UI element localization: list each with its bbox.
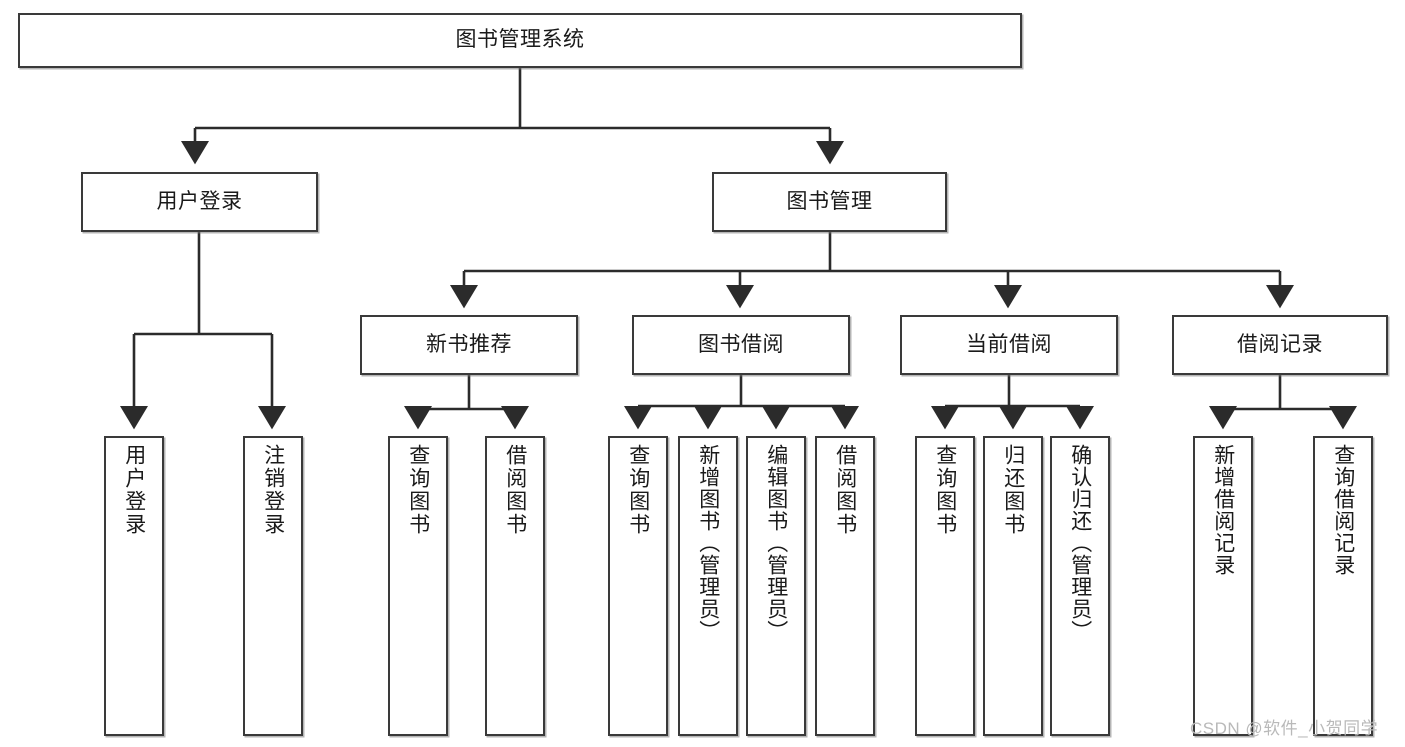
- leaf-query-book-current[interactable]: 查询图书: [915, 436, 975, 736]
- leaf-add-borrow-record[interactable]: 新增借阅记录: [1193, 436, 1253, 736]
- leaf-lend-book-label: 借阅图书: [833, 444, 857, 536]
- node-borrow-records-label: 借阅记录: [1237, 332, 1323, 356]
- leaf-add-book-admin[interactable]: 新增图书（管理员）: [678, 436, 738, 736]
- leaf-return-book-label: 归还图书: [1001, 444, 1025, 536]
- node-book-management-label: 图书管理: [786, 189, 873, 213]
- leaf-user-login-label: 用户登录: [122, 444, 146, 536]
- node-borrow-records[interactable]: 借阅记录: [1172, 315, 1388, 375]
- node-user-login-label: 用户登录: [156, 189, 243, 213]
- leaf-return-book[interactable]: 归还图书: [983, 436, 1043, 736]
- leaf-edit-book-admin[interactable]: 编辑图书（管理员）: [746, 436, 806, 736]
- node-current-borrow-label: 当前借阅: [966, 332, 1052, 356]
- leaf-edit-book-admin-label: 编辑图书（管理员）: [764, 444, 788, 642]
- leaf-query-book-borrow-label: 查询图书: [626, 444, 650, 536]
- node-root[interactable]: 图书管理系统: [18, 13, 1022, 68]
- node-user-login[interactable]: 用户登录: [81, 172, 318, 232]
- leaf-confirm-return-admin[interactable]: 确认归还（管理员）: [1050, 436, 1110, 736]
- leaf-confirm-return-admin-label: 确认归还（管理员）: [1068, 444, 1092, 642]
- node-new-book-recommend[interactable]: 新书推荐: [360, 315, 578, 375]
- node-book-borrow[interactable]: 图书借阅: [632, 315, 850, 375]
- leaf-user-login[interactable]: 用户登录: [104, 436, 164, 736]
- leaf-lend-book[interactable]: 借阅图书: [815, 436, 875, 736]
- leaf-add-book-admin-label: 新增图书（管理员）: [696, 444, 720, 642]
- leaf-logout[interactable]: 注销登录: [243, 436, 303, 736]
- node-root-label: 图书管理系统: [455, 28, 585, 52]
- leaf-borrow-book-new-label: 借阅图书: [503, 444, 527, 536]
- leaf-query-book-new-label: 查询图书: [406, 444, 430, 536]
- leaf-add-borrow-record-label: 新增借阅记录: [1211, 444, 1235, 576]
- leaf-query-borrow-record-label: 查询借阅记录: [1331, 444, 1355, 576]
- leaf-logout-label: 注销登录: [261, 444, 285, 536]
- node-book-management[interactable]: 图书管理: [712, 172, 947, 232]
- leaf-query-book-current-label: 查询图书: [933, 444, 957, 536]
- leaf-borrow-book-new[interactable]: 借阅图书: [485, 436, 545, 736]
- leaf-query-book-borrow[interactable]: 查询图书: [608, 436, 668, 736]
- node-book-borrow-label: 图书借阅: [698, 332, 784, 356]
- leaf-query-book-new[interactable]: 查询图书: [388, 436, 448, 736]
- leaf-query-borrow-record[interactable]: 查询借阅记录: [1313, 436, 1373, 736]
- node-current-borrow[interactable]: 当前借阅: [900, 315, 1118, 375]
- node-new-book-recommend-label: 新书推荐: [426, 332, 512, 356]
